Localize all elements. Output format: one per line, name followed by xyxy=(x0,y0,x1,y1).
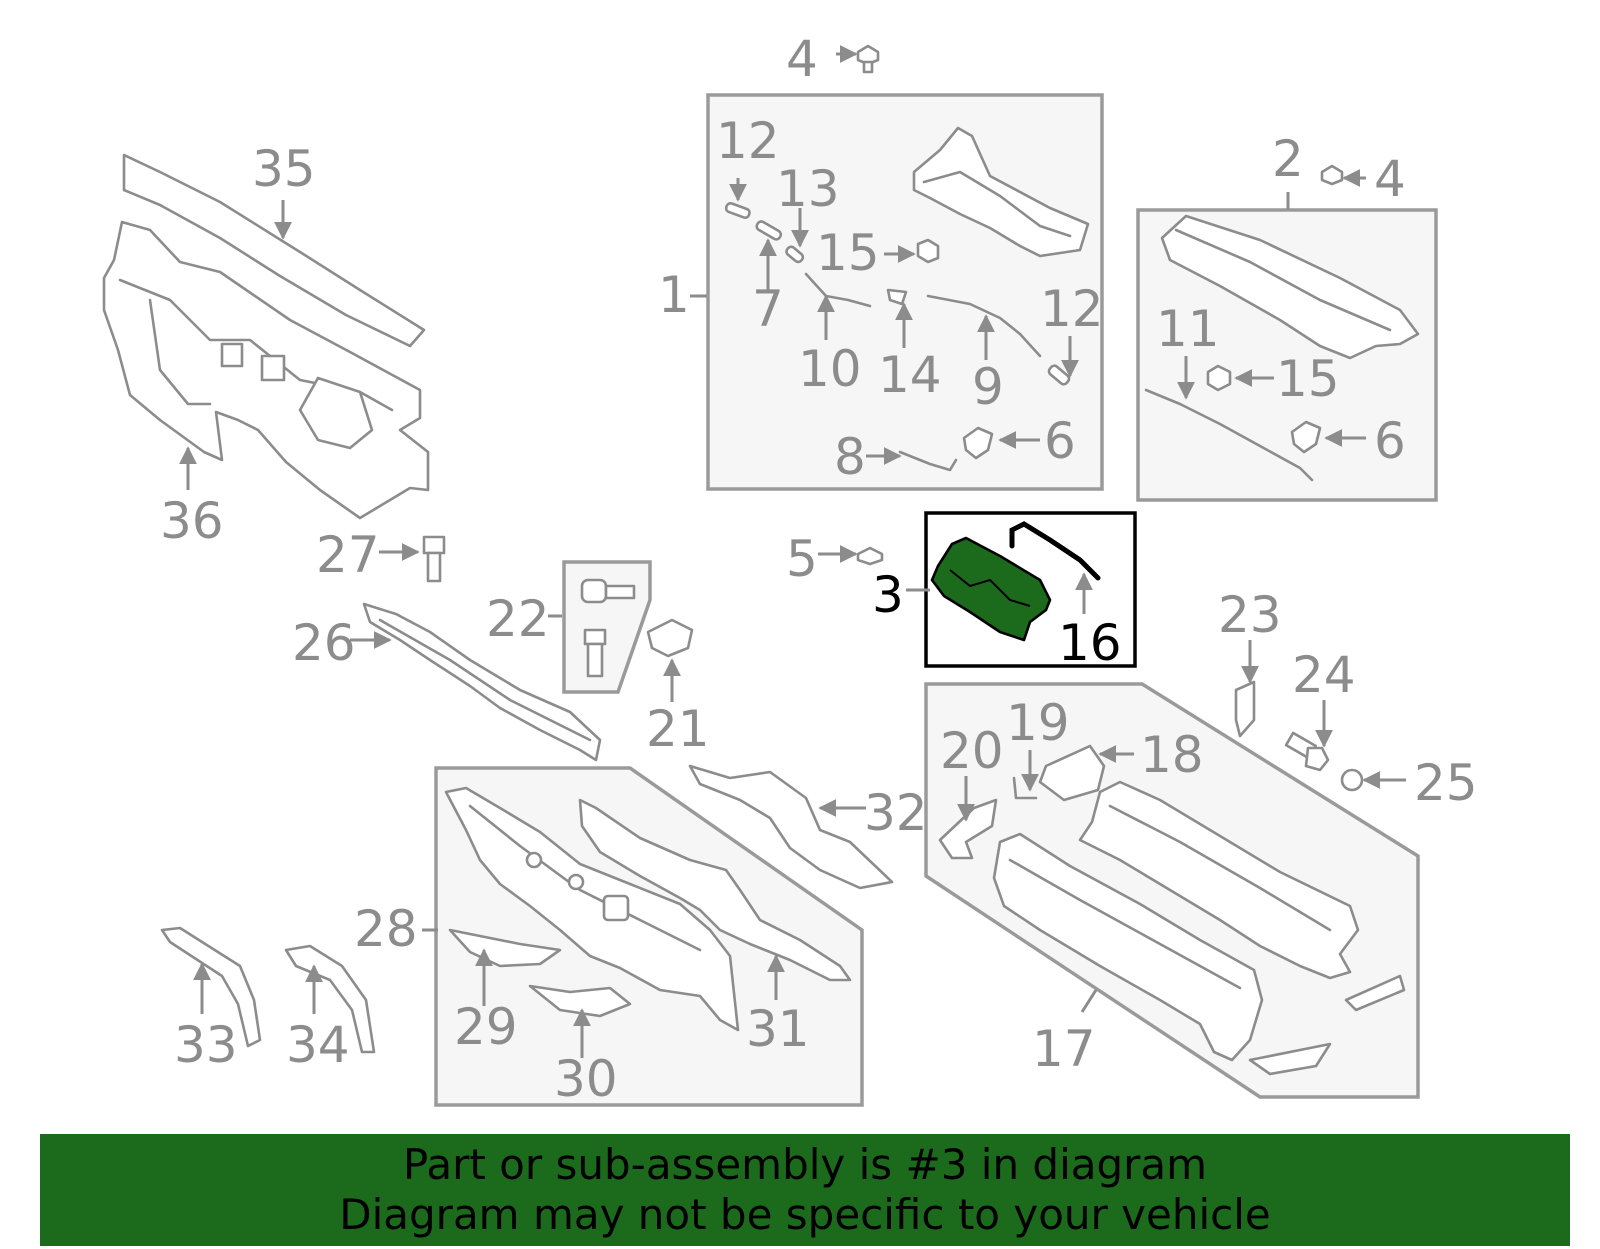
callout-18: 18 xyxy=(1140,726,1204,784)
callout-35: 35 xyxy=(252,140,316,198)
part-18-bracket xyxy=(1038,744,1106,802)
part-28-hole-b xyxy=(567,873,585,891)
part-1-cowl xyxy=(912,126,1090,258)
callout-15-a: 15 xyxy=(816,224,880,282)
part-19-clip xyxy=(1012,776,1038,800)
callout-8: 8 xyxy=(834,428,866,486)
callout-36: 36 xyxy=(160,492,224,550)
part-36-hole-a xyxy=(220,342,244,368)
part-4-screw-a-shank xyxy=(862,60,874,74)
callout-11: 11 xyxy=(1156,300,1220,358)
part-32-bracket xyxy=(688,764,894,890)
part-6-grommet-a xyxy=(962,426,994,460)
part-2-detail xyxy=(1174,228,1392,332)
callout-25: 25 xyxy=(1414,754,1478,812)
part-21-clip xyxy=(646,618,694,658)
part-36-cutout xyxy=(298,376,374,450)
part-36-hole-b xyxy=(260,354,286,382)
part-26-detail xyxy=(378,618,592,742)
part-17-tab xyxy=(1344,974,1406,1012)
part-12-seal-a xyxy=(724,201,751,219)
part-30-bracket xyxy=(528,984,632,1018)
part-28-window xyxy=(602,894,630,922)
callout-13: 13 xyxy=(776,160,840,218)
part-3-detail xyxy=(949,569,1031,607)
callout-10: 10 xyxy=(798,340,862,398)
part-4-screw-a xyxy=(856,44,880,66)
part-15-clip-b xyxy=(1206,364,1232,392)
callout-17: 17 xyxy=(1032,1020,1096,1078)
part-15-clip-a xyxy=(916,238,940,264)
callout-26: 26 xyxy=(292,614,356,672)
callout-30: 30 xyxy=(554,1050,618,1108)
part-20-bracket xyxy=(938,798,998,860)
part-17-flange xyxy=(1248,1042,1332,1076)
callout-4-b: 4 xyxy=(1374,150,1406,208)
part-35-strip xyxy=(122,153,426,348)
part-1-cowl-detail xyxy=(922,170,1072,238)
callout-7: 7 xyxy=(752,280,784,338)
part-9-hose xyxy=(926,294,1042,358)
callout-33: 33 xyxy=(174,1016,238,1074)
callout-23: 23 xyxy=(1218,586,1282,644)
part-17-upper-detail xyxy=(1108,804,1332,932)
part-22-bolts xyxy=(580,578,636,678)
callout-22: 22 xyxy=(486,590,550,648)
callout-32: 32 xyxy=(864,784,928,842)
callout-15-b: 15 xyxy=(1276,350,1340,408)
callout-14: 14 xyxy=(878,346,942,404)
part-6-grommet-b xyxy=(1290,420,1322,454)
banner-line-2: Diagram may not be specific to your vehi… xyxy=(339,1190,1271,1239)
callout-6-a: 6 xyxy=(1044,412,1076,470)
callout-19: 19 xyxy=(1006,694,1070,752)
part-27-bolt xyxy=(422,535,446,583)
part-28-detail xyxy=(468,804,702,952)
callout-12-a: 12 xyxy=(716,112,780,170)
info-banner: Part or sub-assembly is #3 in diagram Di… xyxy=(40,1134,1570,1246)
callout-12-b: 12 xyxy=(1040,280,1104,338)
group-box-22 xyxy=(562,560,652,694)
part-5-screw xyxy=(856,546,884,566)
leader-lines xyxy=(179,45,1406,1058)
part-25-nut xyxy=(1340,768,1364,792)
part-13-plug xyxy=(785,245,805,264)
callout-16: 16 xyxy=(1058,614,1122,672)
callout-24: 24 xyxy=(1292,646,1356,704)
part-8-hose xyxy=(898,450,958,472)
part-36-detail-b xyxy=(148,298,212,406)
banner-line-1: Part or sub-assembly is #3 in diagram xyxy=(402,1140,1208,1189)
callout-6-b: 6 xyxy=(1374,412,1406,470)
callout-21: 21 xyxy=(646,700,710,758)
callout-5: 5 xyxy=(786,530,818,588)
callout-29: 29 xyxy=(454,998,518,1056)
part-17-lower-detail xyxy=(1008,858,1242,990)
callout-2: 2 xyxy=(1272,130,1304,188)
part-28-hole-a xyxy=(525,851,543,869)
part-17-upper-panel xyxy=(1078,780,1360,980)
callout-9: 9 xyxy=(972,358,1004,416)
part-16-seal xyxy=(1009,521,1101,581)
part-24-bolt xyxy=(1284,731,1330,772)
callout-27: 27 xyxy=(316,526,380,584)
callout-34: 34 xyxy=(286,1016,350,1074)
callout-20: 20 xyxy=(940,722,1004,780)
part-7-seal xyxy=(755,220,783,241)
part-28-main-panel xyxy=(444,786,740,1032)
part-31-panel xyxy=(578,798,852,982)
callout-3[interactable]: 3 xyxy=(872,566,904,624)
part-23-bracket xyxy=(1234,680,1256,738)
callout-4-a: 4 xyxy=(786,30,818,88)
part-33-brace xyxy=(160,926,262,1048)
callout-28: 28 xyxy=(354,900,418,958)
part-10-hose xyxy=(804,272,872,308)
callout-31: 31 xyxy=(746,1000,810,1058)
part-4-screw-b xyxy=(1320,164,1344,186)
part-3-highlighted[interactable] xyxy=(930,536,1052,642)
part-11-rod xyxy=(1144,388,1314,482)
callout-1: 1 xyxy=(658,266,690,324)
